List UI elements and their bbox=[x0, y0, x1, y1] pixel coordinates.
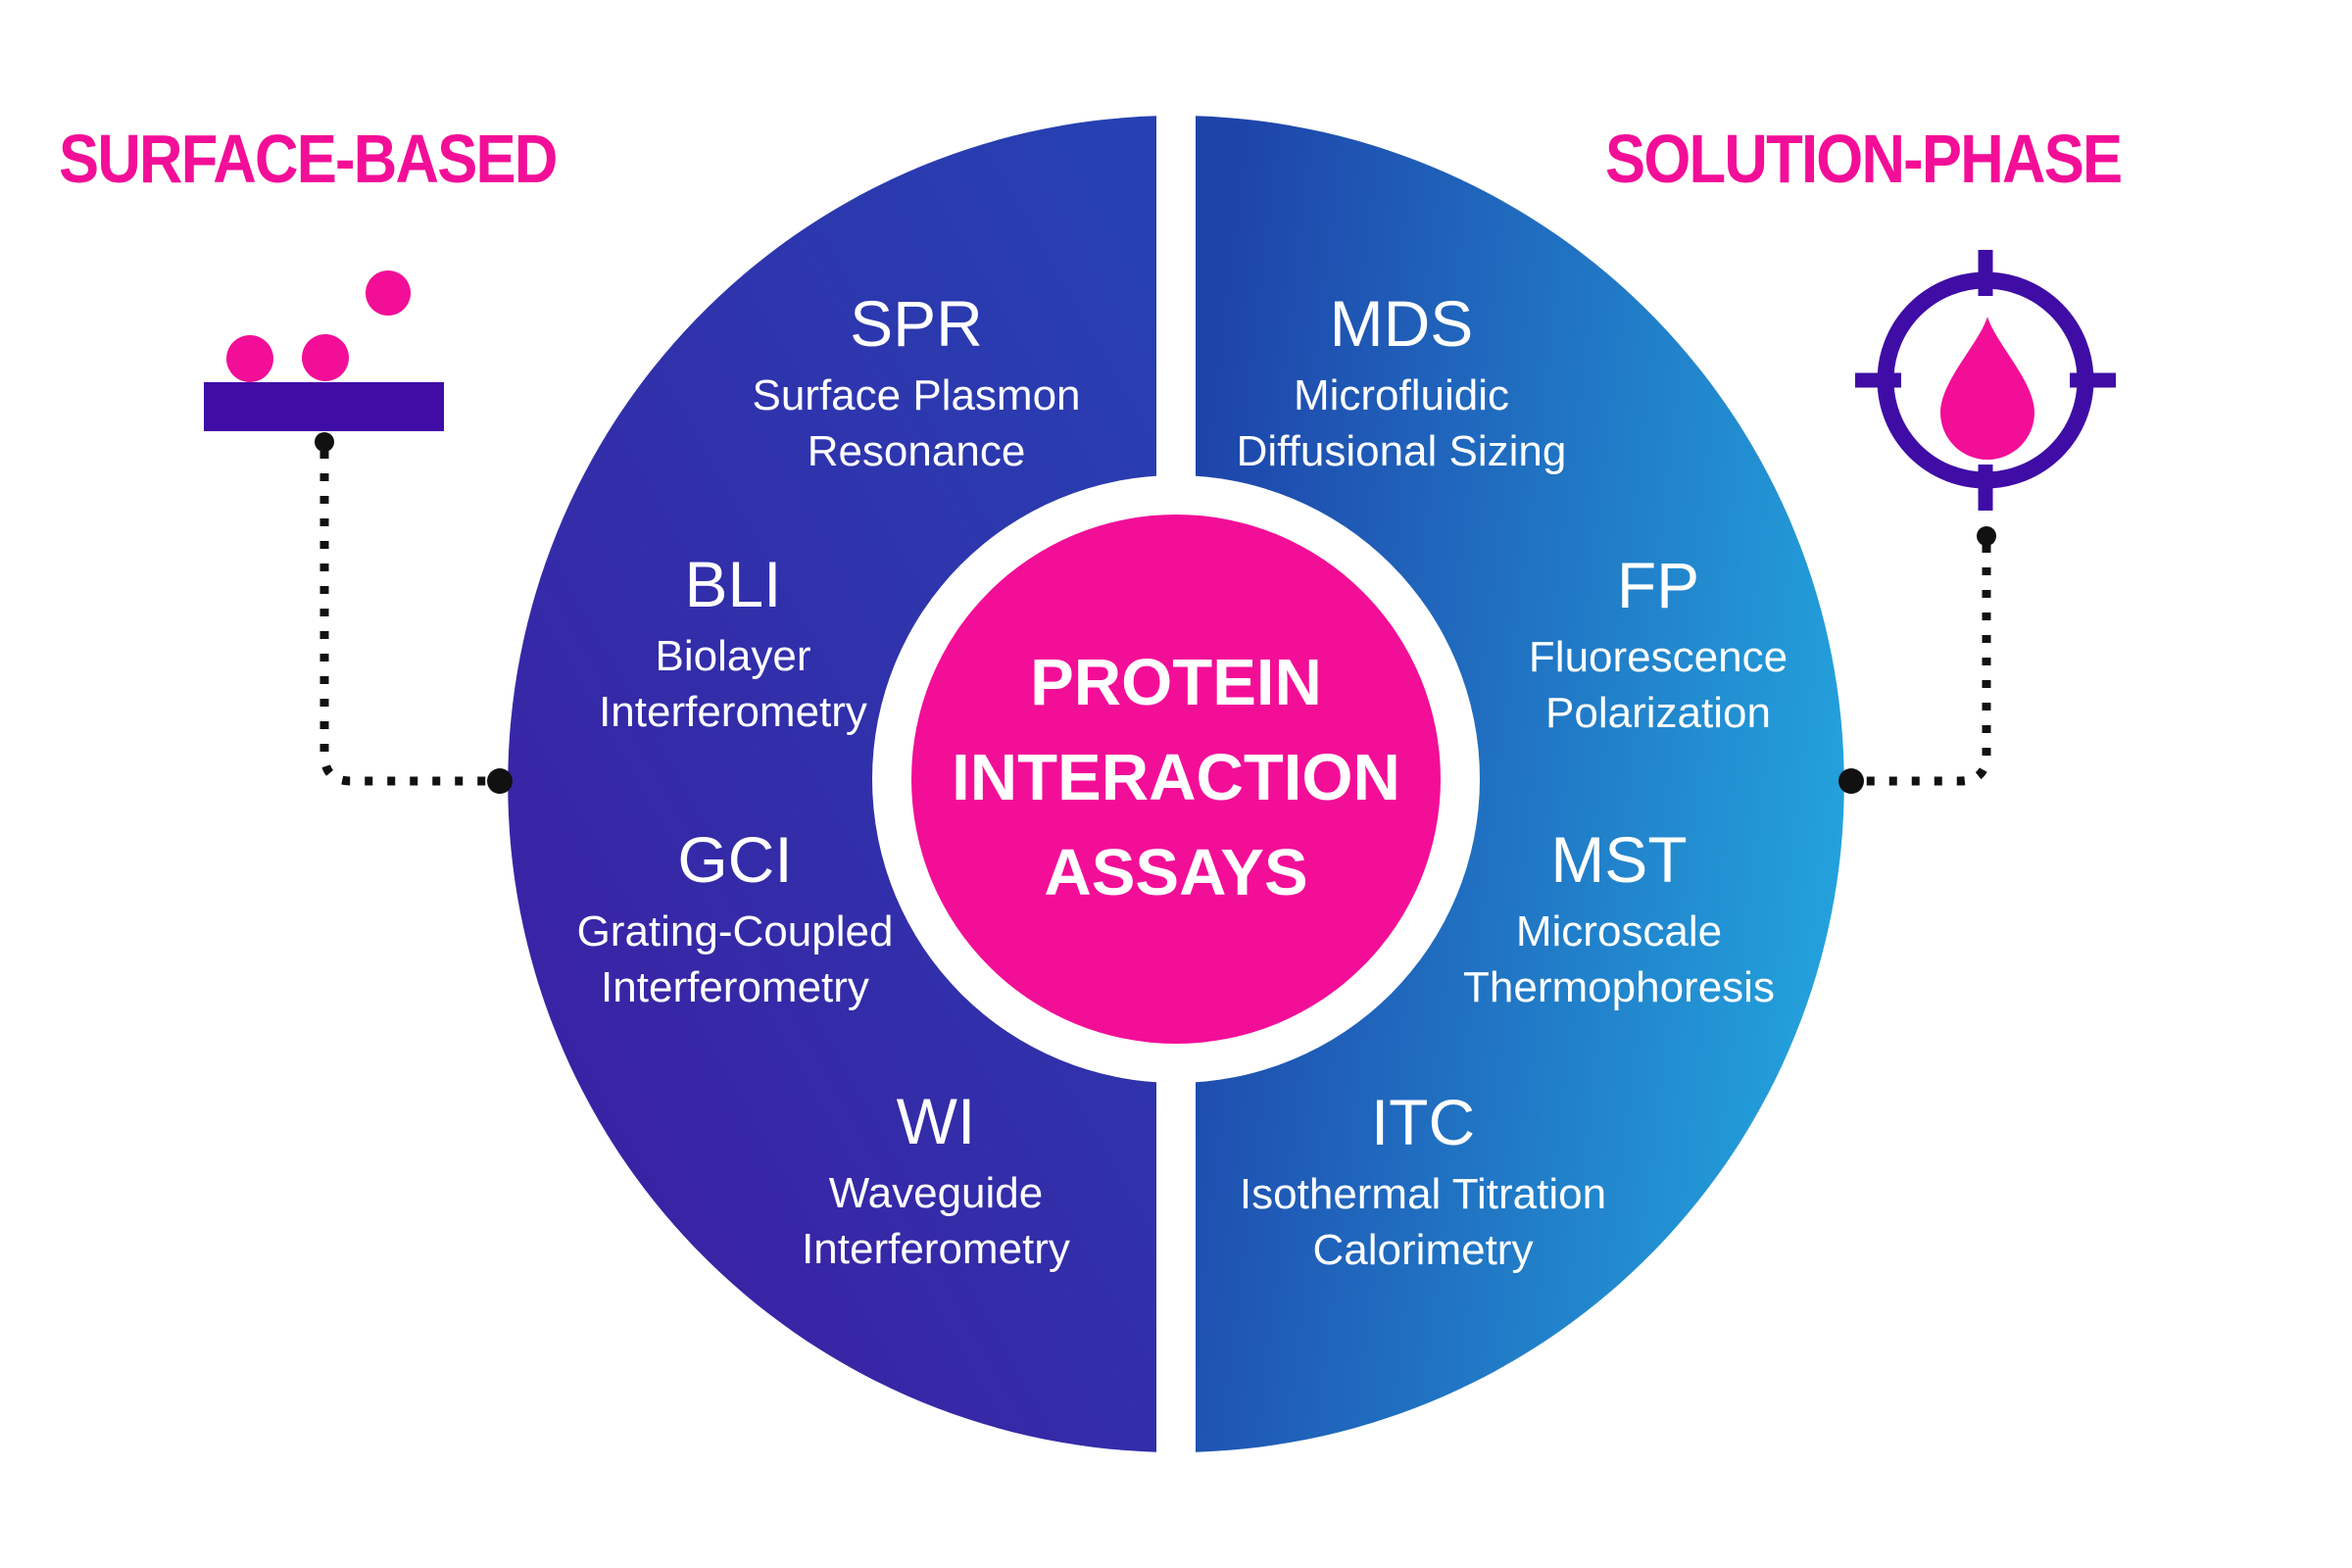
droplet-shape bbox=[1940, 317, 2034, 460]
assay-name-line: Interferometry bbox=[601, 963, 869, 1011]
connector-start-dot bbox=[1977, 526, 1996, 546]
assay-name-line: Thermophoresis bbox=[1463, 963, 1775, 1011]
dotted-connector-line bbox=[1865, 545, 1991, 786]
center-title-line: ASSAYS bbox=[1044, 836, 1308, 909]
molecule-dot-icon bbox=[302, 334, 349, 381]
assay-spr: SPR Surface Plasmon Resonance bbox=[752, 279, 1080, 479]
assay-gci: GCI Grating-Coupled Interferometry bbox=[577, 815, 894, 1015]
center-title-line: INTERACTION bbox=[952, 741, 1400, 814]
assay-name-line: Polarization bbox=[1545, 689, 1771, 737]
assay-name-line: Surface Plasmon bbox=[752, 371, 1081, 419]
solution-phase-title: SOLUTION-PHASE bbox=[1605, 121, 2123, 197]
dotted-connector-line bbox=[319, 451, 486, 786]
assay-mds: MDS Microfluidic Diffusional Sizing bbox=[1237, 279, 1567, 479]
right-dotted-connector bbox=[1838, 526, 1996, 794]
molecule-dot-icon bbox=[226, 335, 273, 382]
surface-based-half-disc bbox=[508, 116, 1156, 1452]
assay-name-line: Interferometry bbox=[802, 1225, 1070, 1273]
assay-name-line: Diffusional Sizing bbox=[1236, 427, 1567, 475]
assay-name-line: Biolayer bbox=[655, 632, 811, 680]
center-title-line: PROTEIN bbox=[1030, 646, 1322, 719]
assay-wi: WI Waveguide Interferometry bbox=[802, 1077, 1070, 1277]
assay-name-line: Calorimetry bbox=[1312, 1226, 1534, 1274]
surface-bar-shape bbox=[204, 382, 444, 431]
assay-bli: BLI Biolayer Interferometry bbox=[599, 540, 867, 740]
surface-with-molecules-icon bbox=[204, 270, 444, 431]
assay-name-line: Microscale bbox=[1515, 907, 1723, 956]
assay-abbr: WI bbox=[896, 1085, 976, 1157]
assay-fp: FP Fluorescence Polarization bbox=[1529, 541, 1788, 741]
assay-abbr: ITC bbox=[1370, 1086, 1476, 1158]
connector-start-dot bbox=[315, 432, 334, 452]
assay-itc: ITC Isothermal Titration Calorimetry bbox=[1240, 1078, 1606, 1278]
connector-end-dot bbox=[1838, 768, 1864, 794]
center-title: PROTEIN INTERACTION ASSAYS bbox=[952, 635, 1400, 920]
solution-phase-half-disc bbox=[1196, 116, 1844, 1452]
assay-abbr: MST bbox=[1550, 823, 1688, 896]
assay-name-line: Resonance bbox=[807, 427, 1026, 475]
assay-name-line: Waveguide bbox=[828, 1169, 1044, 1217]
assay-abbr: MDS bbox=[1329, 287, 1474, 360]
center-pink-circle bbox=[911, 514, 1441, 1044]
target-ticks bbox=[1855, 250, 2116, 511]
target-droplet-icon bbox=[1855, 250, 2116, 511]
left-dotted-connector bbox=[315, 432, 513, 794]
assay-name-line: Isothermal Titration bbox=[1239, 1170, 1607, 1218]
molecule-dot-icon bbox=[366, 270, 411, 316]
assay-abbr: BLI bbox=[684, 548, 782, 620]
assay-abbr: SPR bbox=[850, 287, 983, 360]
assay-name-line: Interferometry bbox=[599, 688, 867, 736]
assay-name-line: Microfluidic bbox=[1293, 371, 1510, 419]
assay-abbr: GCI bbox=[677, 823, 793, 896]
connector-end-dot bbox=[487, 768, 513, 794]
assay-abbr: FP bbox=[1616, 549, 1700, 621]
surface-based-title: SURFACE-BASED bbox=[59, 121, 558, 197]
assay-name-line: Fluorescence bbox=[1528, 633, 1788, 681]
assay-mst: MST Microscale Thermophoresis bbox=[1463, 815, 1775, 1015]
assay-name-line: Grating-Coupled bbox=[576, 907, 894, 956]
